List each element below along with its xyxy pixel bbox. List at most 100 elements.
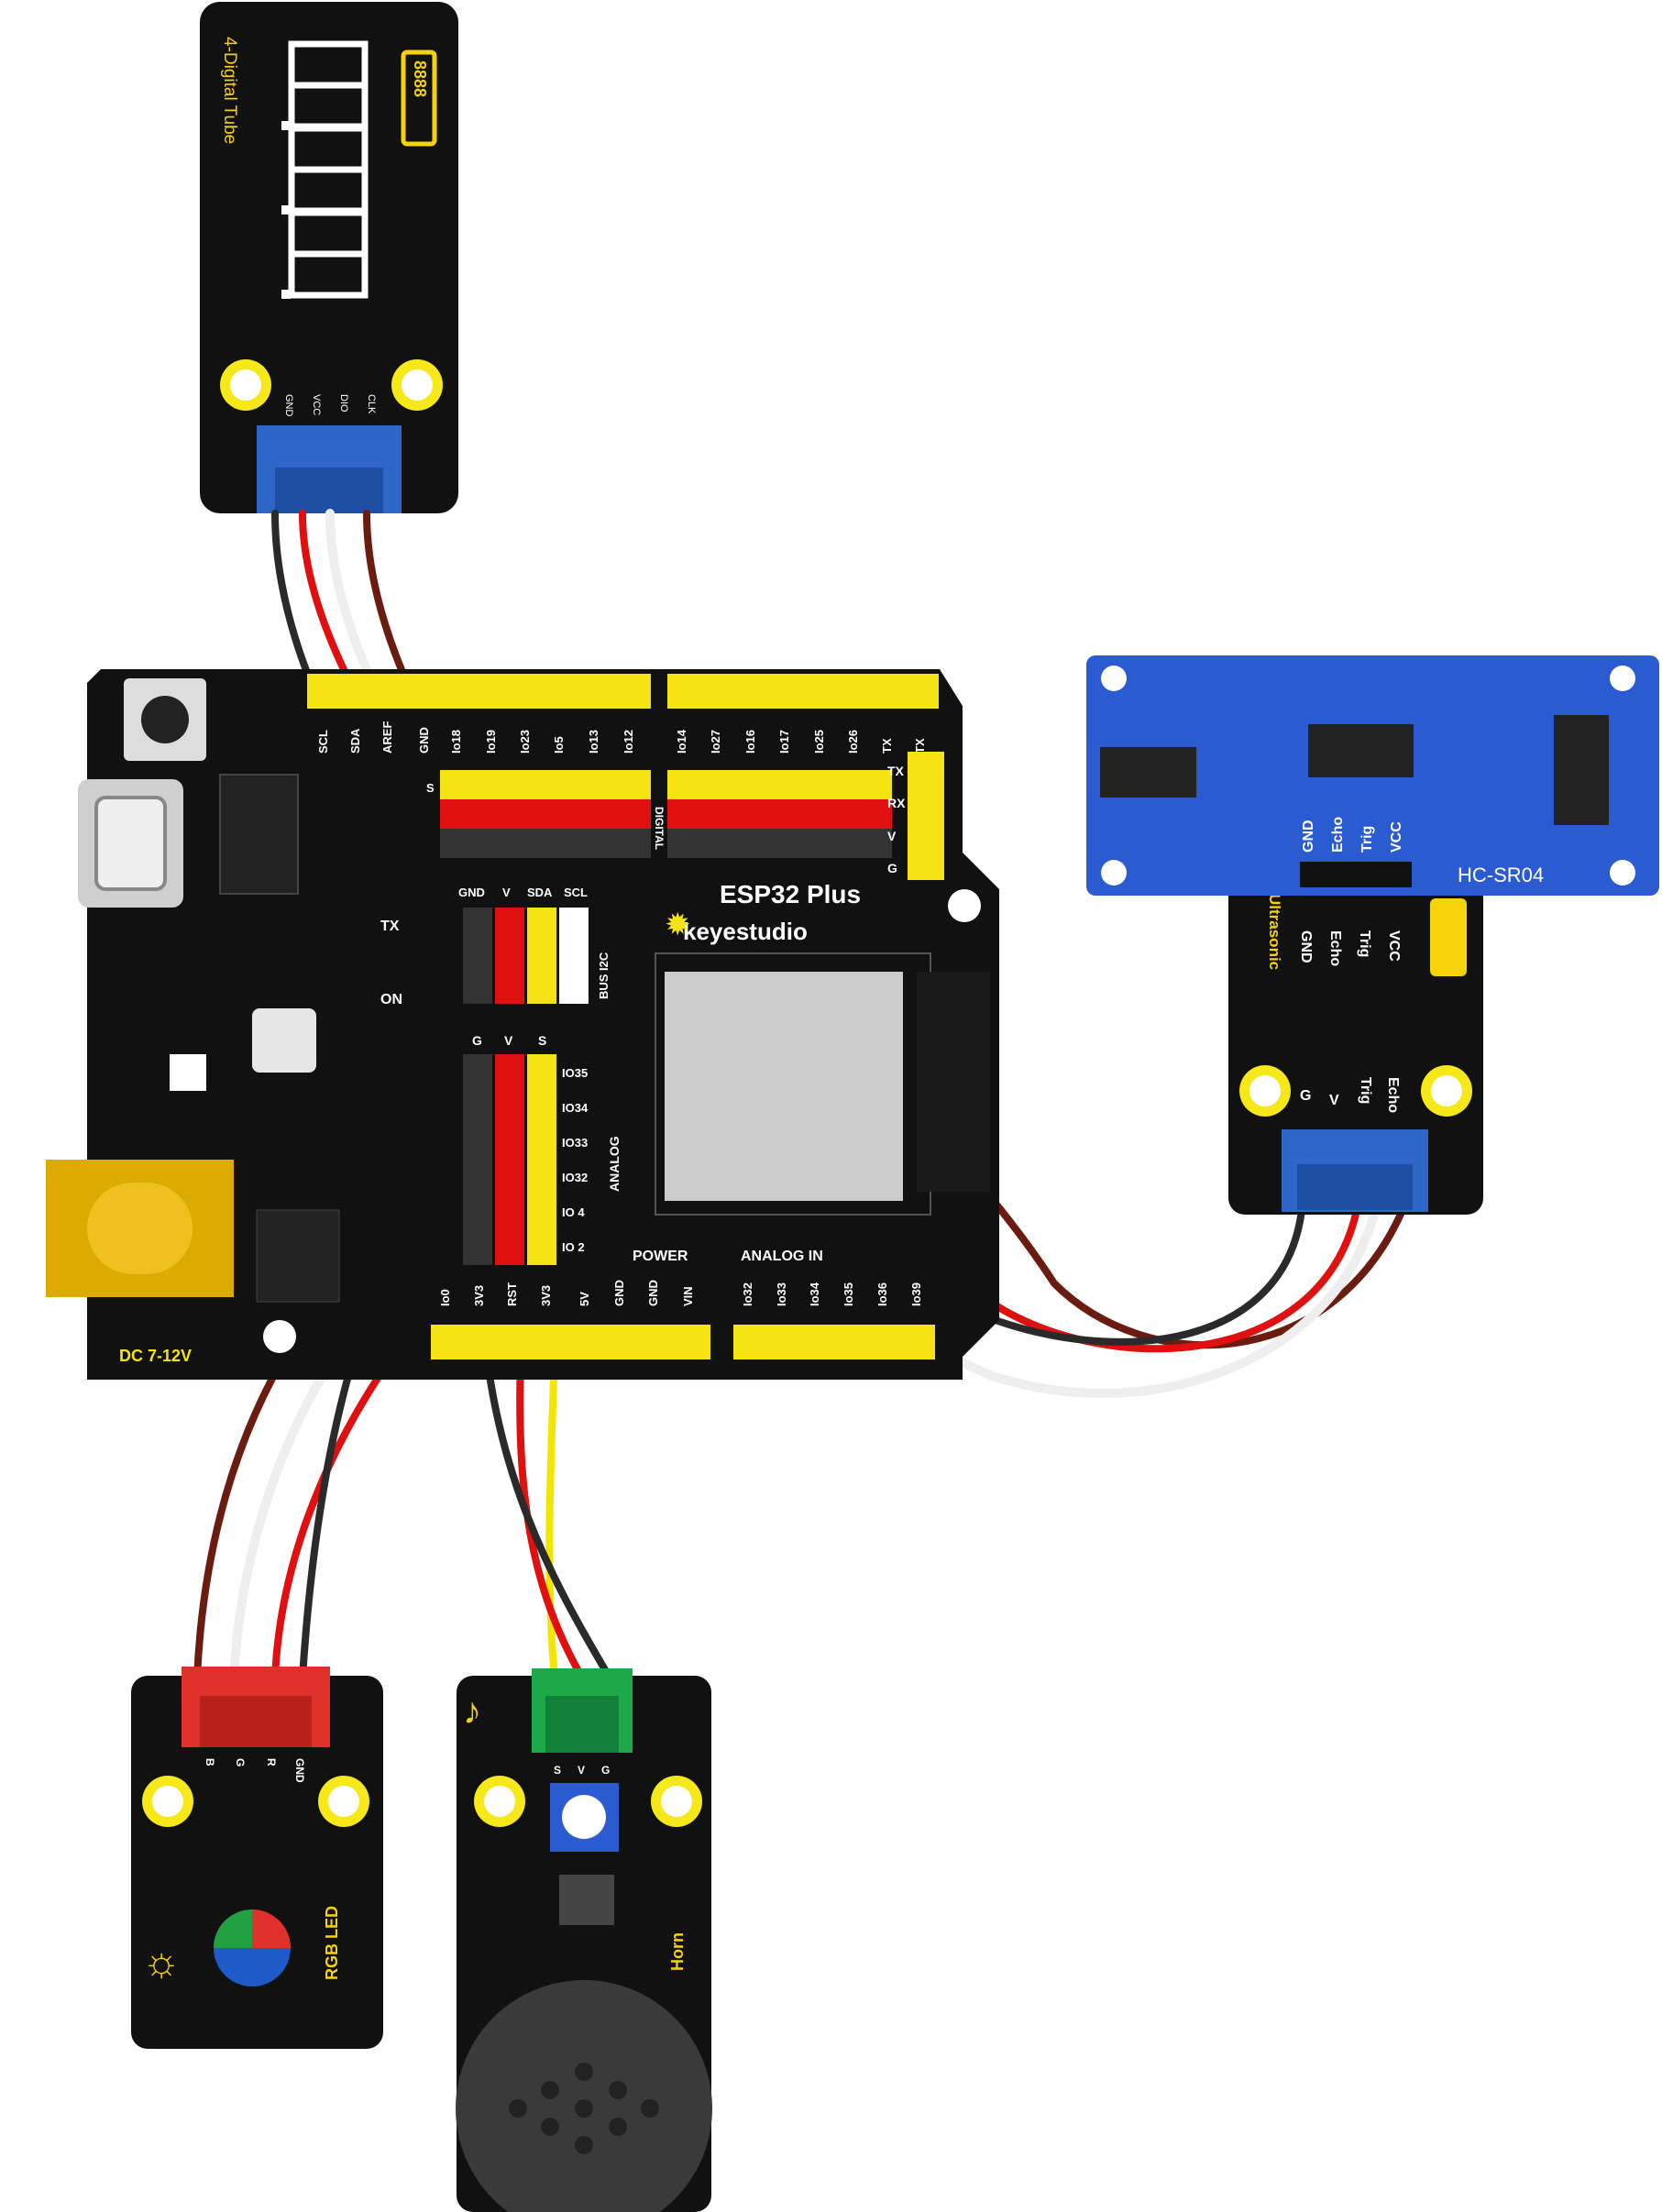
uart-labels: TX RX V G	[887, 764, 906, 875]
svg-text:GND: GND	[646, 1280, 660, 1306]
svg-text:Ultrasonic: Ultrasonic	[1266, 894, 1283, 970]
svg-text:Io19: Io19	[484, 730, 498, 754]
svg-text:Io27: Io27	[709, 730, 722, 754]
hc-sr04-pins[interactable]	[1300, 862, 1412, 887]
ultrasonic-adapter: Ultrasonic GND Echo Trig VCC G V Trig Ec…	[1228, 843, 1483, 1215]
bottom-header-power[interactable]	[431, 1325, 710, 1359]
mini-digit-icon	[401, 50, 437, 147]
svg-text:Io35: Io35	[842, 1282, 855, 1306]
svg-text:VCC: VCC	[311, 394, 322, 415]
svg-text:DIO: DIO	[338, 394, 349, 413]
svg-text:B: B	[204, 1758, 216, 1766]
brand-gear-icon: ✹	[665, 908, 691, 942]
svg-text:S: S	[426, 781, 435, 795]
horn-module: S V G Horn ♪	[456, 1668, 712, 2212]
svg-text:S: S	[538, 1033, 546, 1048]
seven-segment-display	[288, 40, 369, 299]
top-header-right[interactable]	[667, 674, 939, 709]
on-led-label: ON	[380, 992, 402, 1007]
hc-sr04-model: HC-SR04	[1458, 864, 1544, 886]
svg-text:GND: GND	[417, 727, 431, 754]
rgb-label: RGB LED	[323, 1906, 341, 1980]
digital-tube-module: 4-Digital Tube 8888 GND VCC DIO CLK	[200, 2, 458, 513]
svg-text:Io33: Io33	[775, 1282, 788, 1306]
svg-text:Echo: Echo	[1385, 1077, 1401, 1113]
svg-text:8888: 8888	[411, 61, 429, 97]
svg-text:SDA: SDA	[527, 886, 553, 899]
svg-text:3V3: 3V3	[472, 1285, 486, 1306]
rgb-led-module: B G R GND ☼ RGB LED	[131, 1667, 383, 2049]
svg-text:GND: GND	[283, 394, 294, 417]
top-header-left[interactable]	[307, 674, 651, 709]
board-name: ESP32 Plus	[720, 880, 861, 908]
svg-text:G: G	[234, 1758, 247, 1766]
svg-text:Io5: Io5	[552, 736, 566, 754]
svg-text:GND: GND	[612, 1280, 626, 1306]
tube-title: 4-Digital Tube	[220, 37, 239, 144]
svg-text:Io14: Io14	[675, 729, 688, 754]
svg-text:SCL: SCL	[316, 730, 330, 754]
svg-text:TX: TX	[887, 764, 905, 778]
svg-text:R: R	[265, 1758, 278, 1766]
bottom-pin-labels: Io0 3V3 RST 3V3 5V GND GND VIN Io32 Io33…	[438, 1280, 923, 1306]
svg-text:Io18: Io18	[449, 730, 463, 754]
hc-sr04-sensor: GND Echo Trig VCC HC-SR04	[1086, 655, 1659, 896]
digital-label: DIGITAL	[653, 807, 666, 850]
power-input-label: DC 7-12V	[119, 1347, 192, 1365]
svg-text:GND: GND	[293, 1758, 306, 1783]
uart-header[interactable]	[908, 752, 944, 880]
analog-in-group-label: ANALOG IN	[741, 1249, 823, 1264]
svg-text:V: V	[887, 829, 897, 843]
svg-text:Io26: Io26	[846, 730, 860, 754]
svg-text:Io17: Io17	[777, 730, 791, 754]
svg-text:IO34: IO34	[562, 1101, 589, 1115]
speaker-grill	[456, 1980, 712, 2212]
analog-header-labels: G V S	[472, 1033, 546, 1048]
analog-pin-labels: IO35 IO34 IO33 IO32 IO 4 IO 2	[562, 1066, 589, 1254]
svg-text:Io39: Io39	[909, 1282, 923, 1306]
svg-text:Io25: Io25	[812, 730, 826, 754]
svg-text:IO 4: IO 4	[562, 1205, 585, 1219]
svg-text:Echo: Echo	[1327, 930, 1343, 966]
svg-text:V: V	[504, 1033, 513, 1048]
svg-text:3V3: 3V3	[539, 1285, 553, 1306]
svg-text:SDA: SDA	[348, 728, 362, 754]
digital-header-s-row[interactable]	[440, 770, 651, 799]
svg-text:Io32: Io32	[741, 1282, 754, 1306]
svg-text:IO35: IO35	[562, 1066, 588, 1080]
svg-text:TX: TX	[880, 738, 894, 754]
svg-text:RX: RX	[887, 796, 906, 810]
power-group-label: POWER	[633, 1249, 688, 1264]
svg-text:S: S	[554, 1764, 561, 1777]
brand-name: keyestudio	[683, 918, 808, 945]
svg-text:V: V	[1329, 1093, 1339, 1108]
svg-text:AREF: AREF	[380, 721, 394, 754]
analog-header[interactable]	[463, 1054, 556, 1265]
note-icon: ♪	[463, 1691, 481, 1732]
bottom-header-analog[interactable]	[733, 1325, 935, 1359]
svg-text:G: G	[1300, 1088, 1311, 1104]
svg-text:IO32: IO32	[562, 1171, 588, 1184]
i2c-header[interactable]	[463, 908, 589, 1004]
svg-text:CLK: CLK	[366, 394, 377, 414]
svg-text:Io0: Io0	[438, 1289, 452, 1306]
esp32-plus-board: DC 7-12V SCL SDA AREF GND Io18 Io19 Io23…	[46, 669, 999, 1380]
svg-text:GND: GND	[458, 886, 485, 899]
svg-text:G: G	[472, 1033, 482, 1048]
top-pin-labels: SCL SDA AREF GND Io18 Io19 Io23 Io5 Io13…	[316, 721, 927, 754]
svg-text:Io16: Io16	[743, 730, 757, 754]
svg-text:Io23: Io23	[518, 730, 532, 754]
svg-text:RST: RST	[505, 1282, 519, 1306]
svg-text:IO33: IO33	[562, 1136, 588, 1150]
board-mount-hole	[948, 889, 981, 922]
svg-text:ANALOG: ANALOG	[607, 1136, 622, 1192]
svg-text:G: G	[601, 1764, 610, 1777]
svg-text:BUS I2C: BUS I2C	[597, 952, 611, 999]
svg-text:Trig: Trig	[1358, 1077, 1373, 1104]
svg-text:Trig: Trig	[1357, 930, 1372, 957]
svg-text:V: V	[578, 1764, 585, 1777]
svg-text:TX: TX	[913, 738, 927, 754]
svg-text:SCL: SCL	[564, 886, 588, 899]
horn-label: Horn	[668, 1932, 687, 1971]
tx-led-label: TX	[380, 919, 400, 934]
